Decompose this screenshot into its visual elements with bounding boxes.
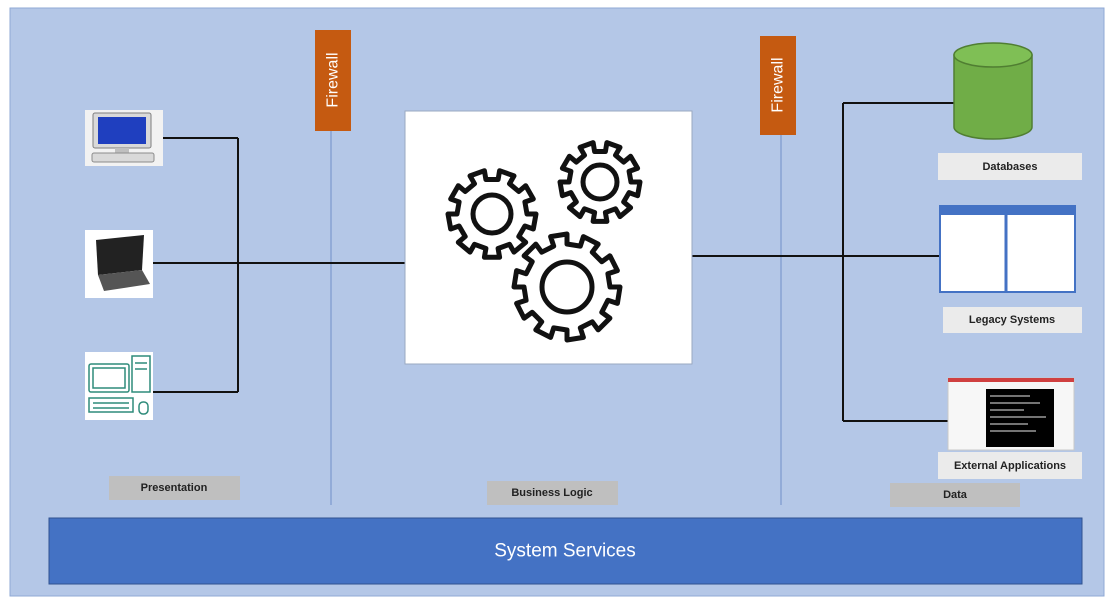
data-connectors [692, 102, 955, 422]
database-icon [953, 42, 1033, 140]
system-services-label: System Services [494, 541, 635, 562]
laptop-icon [85, 230, 153, 298]
legacy-systems-label: Legacy Systems [969, 314, 1055, 326]
terminal-window-icon [947, 377, 1075, 451]
external-applications-label-box: External Applications [938, 452, 1082, 479]
right-firewall-label: Firewall [770, 57, 787, 112]
presentation-connectors [153, 137, 405, 393]
databases-label: Databases [982, 161, 1037, 173]
gear-left-hub [470, 192, 514, 236]
databases-label-box: Databases [938, 153, 1082, 180]
right-firewall: Firewall [760, 36, 796, 135]
legacy-systems-label-box: Legacy Systems [943, 307, 1082, 333]
gears-icon [445, 140, 643, 343]
presentation-tier-box: Presentation [109, 476, 240, 500]
left-firewall: Firewall [315, 30, 351, 131]
left-firewall-label: Firewall [325, 52, 342, 107]
data-tier-label: Data [943, 489, 968, 501]
data-tier-box: Data [890, 483, 1020, 507]
desktop-computer-icon [85, 110, 163, 166]
system-services-bar: System Services [48, 517, 1083, 585]
external-applications-label: External Applications [954, 460, 1066, 472]
business-logic-tier-box: Business Logic [487, 481, 618, 505]
legacy-system-window-icon [939, 205, 1076, 293]
workstation-icon [85, 352, 153, 420]
presentation-tier-label: Presentation [141, 482, 208, 494]
gear-top-right-hub [580, 162, 620, 202]
gear-bottom-hub [539, 259, 595, 315]
business-logic-tier-label: Business Logic [511, 487, 592, 499]
